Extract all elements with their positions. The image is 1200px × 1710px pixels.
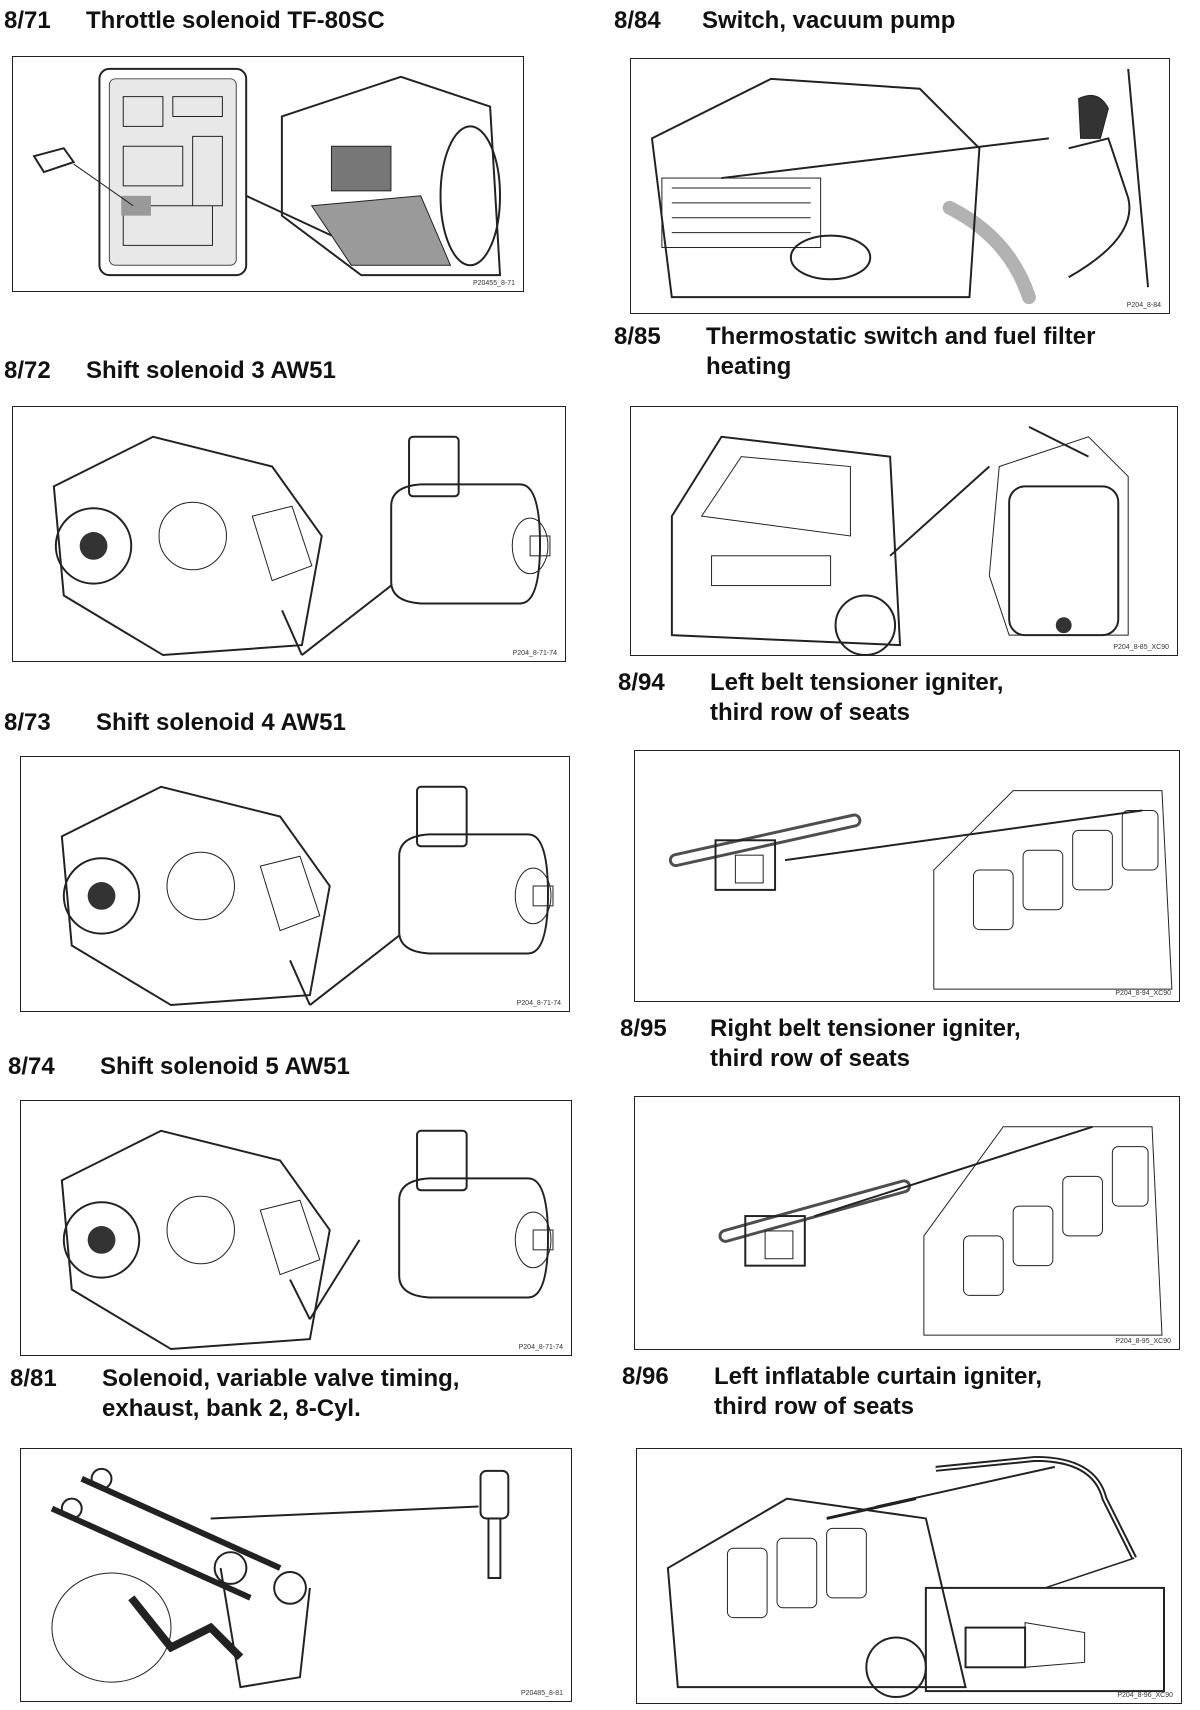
figure-code: P204_8-84	[1126, 302, 1161, 309]
belt-tensioner-and-seats-illustration	[718, 1125, 1163, 1336]
entry-ref: 8/85	[614, 323, 661, 350]
entry-ref: 8/94	[618, 669, 665, 696]
engine-bay-and-switch-illustration	[650, 68, 1150, 305]
figure-code: P204_8-96_XC90	[1117, 1692, 1173, 1699]
figure-code: P204_8-71-74	[516, 1000, 561, 1007]
gearbox-and-solenoid-illustration	[52, 435, 551, 657]
transmission-valve-body-illustration	[32, 67, 502, 277]
illustration-shift-solenoid-5: P204_8-71-74	[20, 1100, 572, 1356]
entry-title: Shift solenoid 3 AW51	[86, 357, 336, 384]
entry-title: Left belt tensioner igniter, third row o…	[710, 669, 1004, 726]
illustration-shift-solenoid-3: P204_8-71-74	[12, 406, 566, 662]
figure-code: P204_8-71-74	[518, 1344, 563, 1351]
figure-code: P204_8-85_XC90	[1113, 644, 1169, 651]
entry-title: Shift solenoid 4 AW51	[96, 709, 346, 736]
figure-code: P204_8-95_XC90	[1115, 1338, 1171, 1345]
entry-title: Solenoid, variable valve timing, exhaust…	[102, 1365, 460, 1422]
entry-title: Shift solenoid 5 AW51	[100, 1053, 350, 1080]
gearbox-and-solenoid-illustration	[60, 785, 554, 1007]
entry-ref: 8/72	[4, 357, 51, 384]
belt-tensioner-and-seats-illustration	[668, 790, 1173, 990]
gearbox-and-solenoid-illustration	[60, 1129, 554, 1351]
entry-ref: 8/71	[4, 7, 51, 34]
camshaft-and-solenoid-illustration	[50, 1467, 510, 1689]
entry-ref: 8/84	[614, 7, 661, 34]
car-rear-and-fuel-filter-illustration	[670, 425, 1129, 655]
curtain-airbag-and-igniter-illustration	[666, 1455, 1165, 1699]
figure-code: P20455_8-71	[472, 280, 515, 287]
illustration-right-belt-tensioner: P204_8-95_XC90	[634, 1096, 1180, 1350]
entry-ref: 8/96	[622, 1363, 669, 1390]
illustration-left-curtain-igniter: P204_8-96_XC90	[636, 1448, 1182, 1704]
figure-code: P204_8-94_XC90	[1115, 990, 1171, 997]
figure-code: P20485_8-81	[520, 1690, 563, 1697]
entry-title: Throttle solenoid TF-80SC	[86, 7, 385, 34]
entry-ref: 8/95	[620, 1015, 667, 1042]
figure-code: P204_8-71-74	[512, 650, 557, 657]
illustration-vacuum-pump-switch: P204_8-84	[630, 58, 1170, 314]
entry-title: Right belt tensioner igniter, third row …	[710, 1015, 1021, 1072]
illustration-fuel-filter-switch: P204_8-85_XC90	[630, 406, 1178, 656]
illustration-shift-solenoid-4: P204_8-71-74	[20, 756, 570, 1012]
entry-ref: 8/73	[4, 709, 51, 736]
entry-ref: 8/81	[10, 1365, 57, 1392]
entry-ref: 8/74	[8, 1053, 55, 1080]
entry-title: Left inflatable curtain igniter, third r…	[714, 1363, 1043, 1420]
illustration-throttle-solenoid: P20455_8-71	[12, 56, 524, 292]
entry-title: Switch, vacuum pump	[702, 7, 956, 34]
illustration-left-belt-tensioner: P204_8-94_XC90	[634, 750, 1180, 1002]
entry-title: Thermostatic switch and fuel filter heat…	[706, 323, 1096, 380]
illustration-vvt-solenoid: P20485_8-81	[20, 1448, 572, 1702]
